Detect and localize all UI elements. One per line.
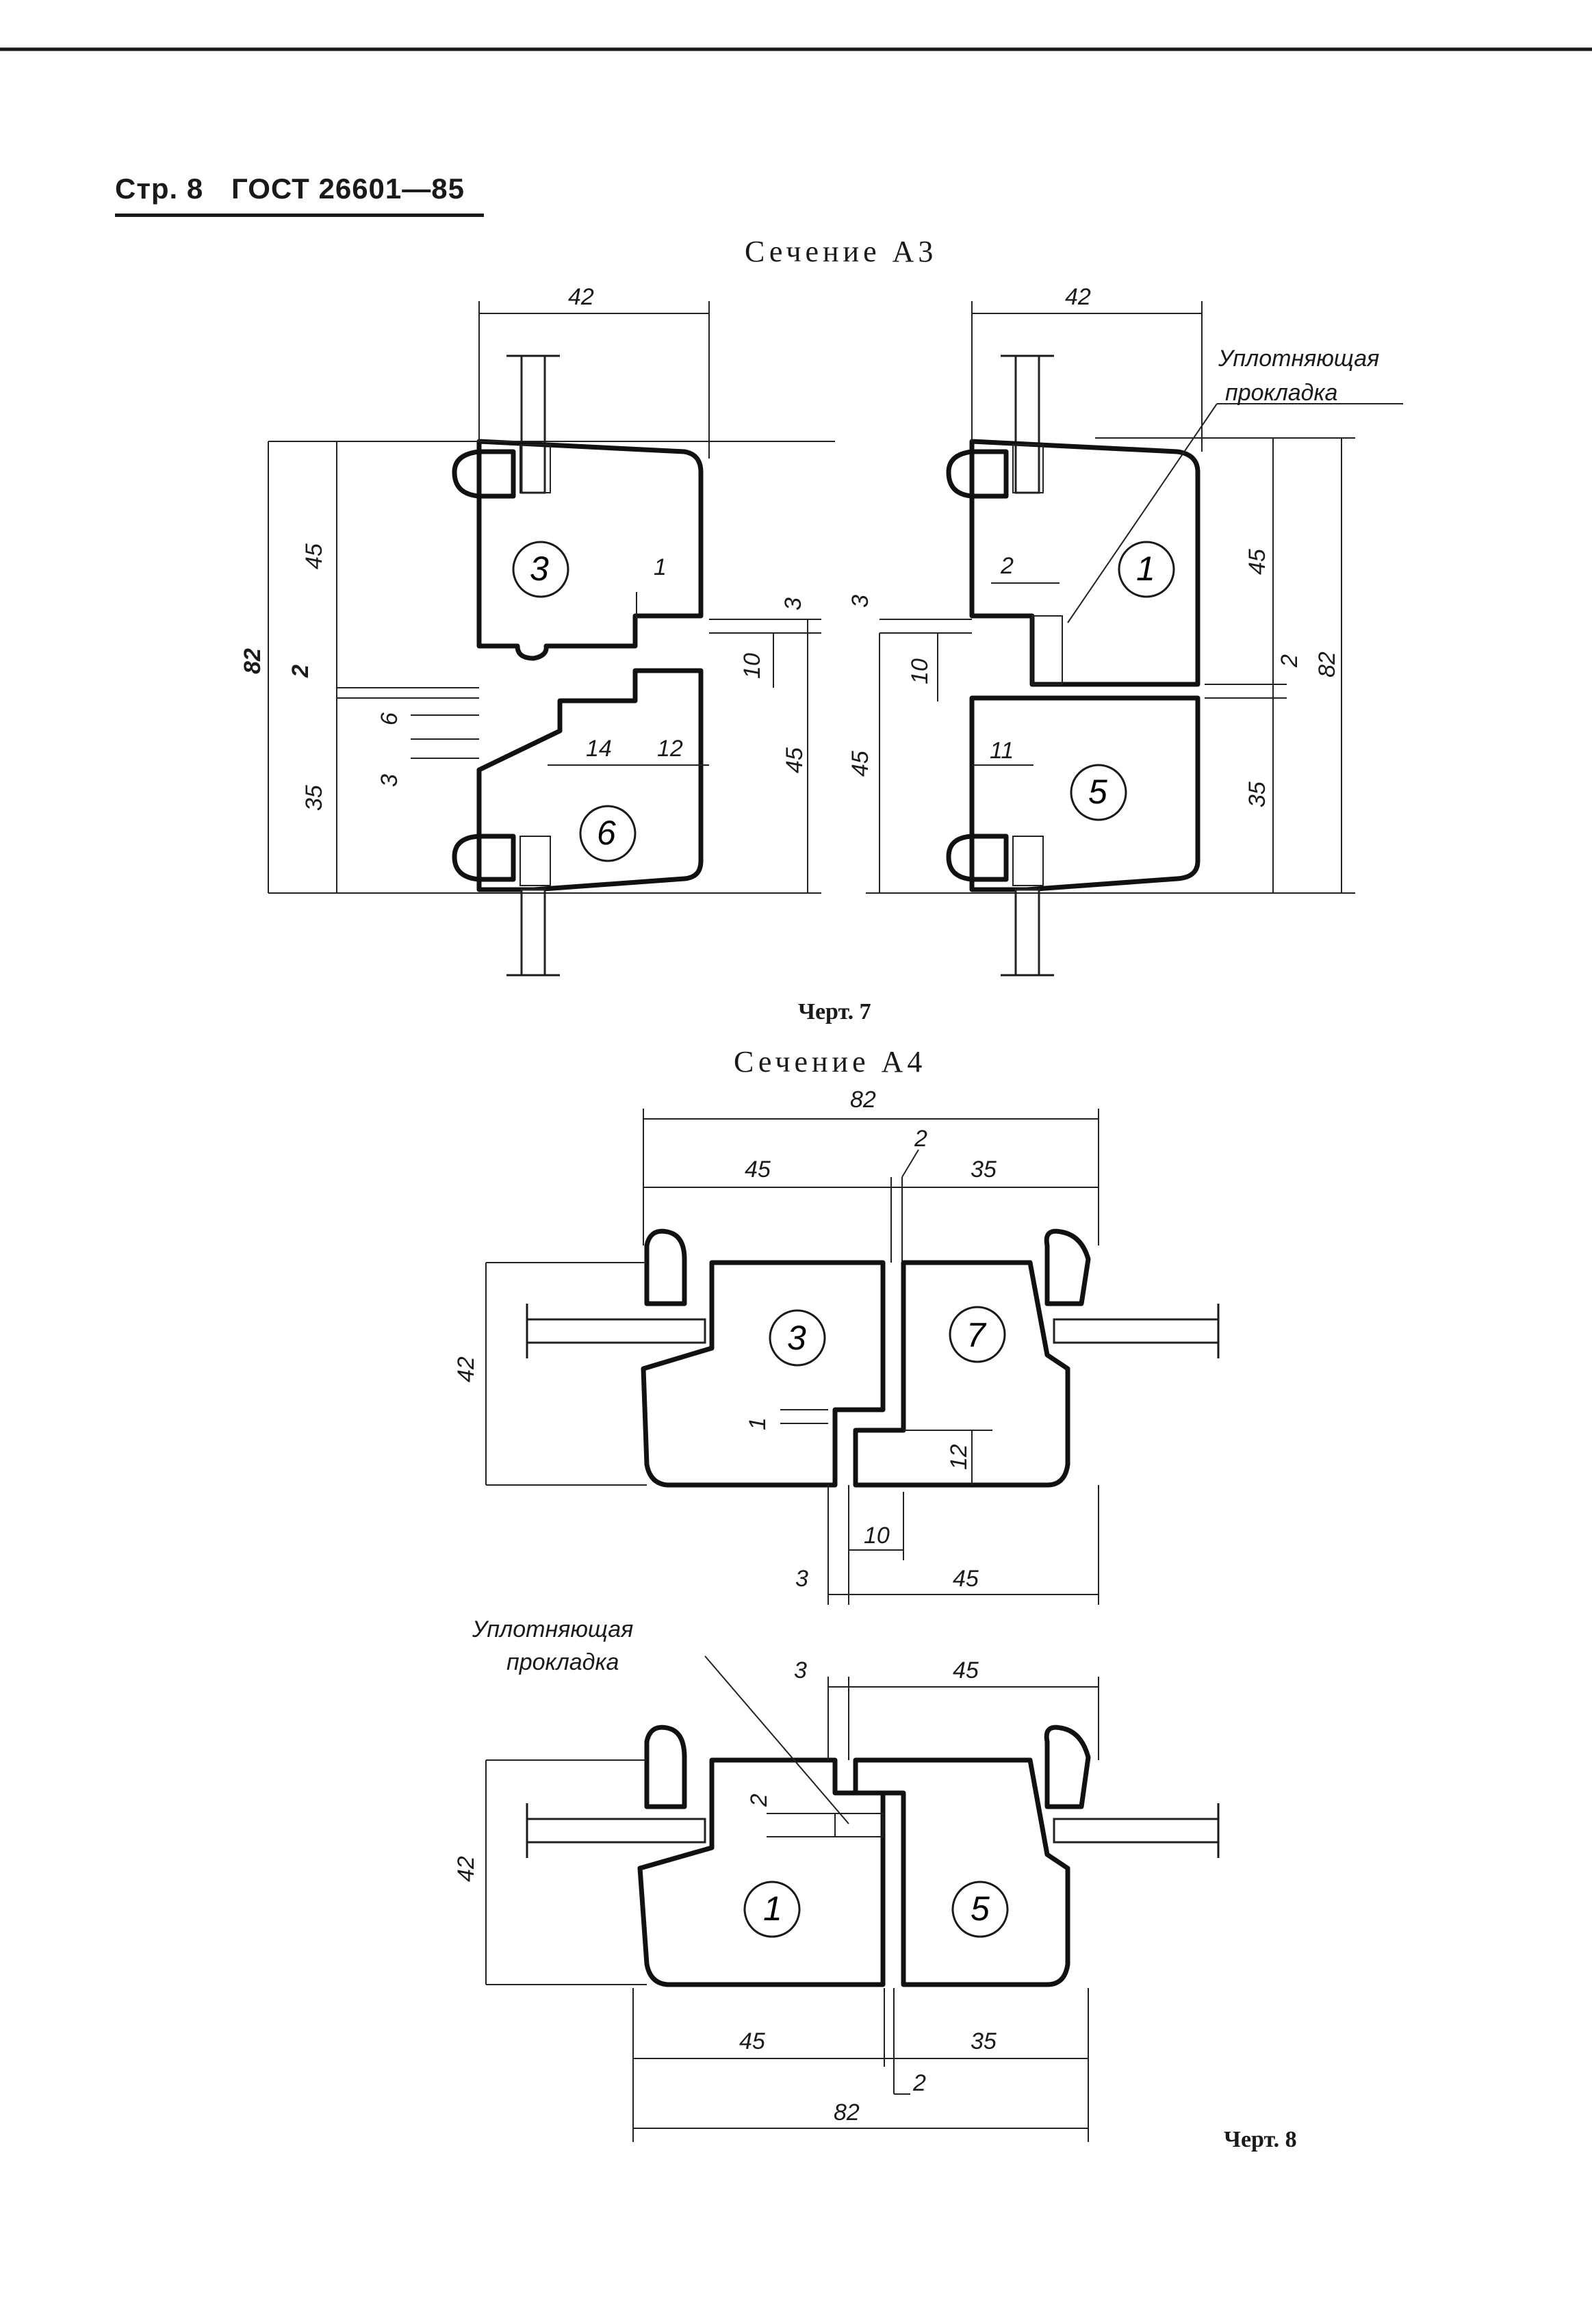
section-title-a3: Сечение А3 <box>745 235 938 268</box>
glass-pane <box>520 354 546 494</box>
fig8-lower-seal-2: прокладка <box>506 1649 619 1675</box>
figure8-caption: Черт. 8 <box>1224 2127 1297 2152</box>
fig8-upper-height: 42 <box>453 1356 479 1382</box>
fig8-lower-profile-left: 1 <box>763 1889 782 1928</box>
profile-1-badge <box>1118 541 1175 598</box>
fig7-right-seal-1: Уплотняющая <box>1218 346 1379 372</box>
fig7-left-total: 82 <box>240 648 266 674</box>
fig7-right-total: 82 <box>1314 651 1340 677</box>
fig7-left-h35: 35 <box>301 785 327 811</box>
fig8-upper-right-w: 35 <box>971 1157 997 1183</box>
fig7-right-profile-bottom: 5 <box>1088 773 1107 811</box>
fig8-upper-left-w: 45 <box>745 1157 771 1183</box>
fig7-right-width: 42 <box>1065 284 1091 310</box>
fig8-lower-total: 82 <box>834 2100 860 2126</box>
fig7-right-seal-2: прокладка <box>1225 380 1337 406</box>
seal-gasket <box>1031 615 1063 685</box>
profile-3-outline <box>476 439 704 661</box>
profile-5-a4-outline <box>853 1757 1070 1987</box>
profile-5-a4-badge <box>951 1881 1009 1938</box>
fig7-left-d3b: 3 <box>376 774 402 787</box>
profile-7-badge <box>949 1306 1006 1363</box>
fig7-left-d45: 45 <box>782 747 808 773</box>
fig7-left-offset: 1 <box>654 554 667 580</box>
fig7-left-d10: 10 <box>739 653 765 679</box>
glass-pane-right <box>1053 1318 1220 1344</box>
profile-6-outline <box>476 668 704 892</box>
fig8-upper-profile-right: 7 <box>966 1316 987 1354</box>
fig8-upper-total: 82 <box>850 1087 876 1113</box>
fig7-left-d12: 12 <box>657 736 683 762</box>
fig8-upper-d10: 10 <box>864 1523 890 1549</box>
profile-7-outline <box>853 1260 1070 1488</box>
profile-6-badge <box>579 805 637 862</box>
section-title-a4: Сечение А4 <box>734 1045 927 1079</box>
fig8-upper-d12: 12 <box>946 1444 972 1470</box>
fig7-left-d14: 14 <box>586 736 612 762</box>
seal-strip <box>519 444 551 493</box>
fig8-lower-left-w: 45 <box>739 2028 765 2054</box>
profile-3-a4-outline <box>641 1260 886 1488</box>
fig7-right-d3: 3 <box>847 595 873 608</box>
fig7-right-h45: 45 <box>1244 549 1270 575</box>
fig7-right-gap: 2 <box>1276 654 1302 668</box>
fig8-lower-seal-1: Уплотняющая <box>472 1616 633 1642</box>
standard-code: ГОСТ 26601—85 <box>231 172 465 205</box>
fig8-lower-d2: 2 <box>746 1794 772 1807</box>
fig8-upper-d1: 1 <box>745 1417 771 1430</box>
fig8-lower-height: 42 <box>453 1856 479 1882</box>
glass-pane-left <box>526 1318 706 1344</box>
figure7-caption: Черт. 7 <box>798 999 871 1024</box>
fig7-right-d10: 10 <box>907 658 933 684</box>
fig8-lower-gap: 2 <box>912 2070 926 2096</box>
fig8-lower-d45-top: 45 <box>953 1657 979 1683</box>
fig8-upper-d3: 3 <box>795 1566 808 1592</box>
fig8-lower-profile-right: 5 <box>971 1889 990 1928</box>
fig8-upper-gap: 2 <box>914 1126 927 1152</box>
seal-leader-line-a4 <box>704 1655 849 1824</box>
fig7-right-h35: 35 <box>1244 782 1270 808</box>
fig7-left-width: 42 <box>568 284 594 310</box>
fig8-upper-d45: 45 <box>953 1566 979 1592</box>
bead-top <box>452 449 516 499</box>
fig8-lower-drawing <box>485 1655 1220 2142</box>
fig7-right-profile-top: 1 <box>1136 550 1155 588</box>
page-number-label: Стр. 8 <box>115 172 204 205</box>
fig7-left-profile-bottom: 6 <box>597 814 616 852</box>
fig7-right-d11: 11 <box>990 738 1014 764</box>
fig7-left-gap: 2 <box>287 664 313 678</box>
fig7-left-drawing <box>268 301 835 977</box>
fig7-right-d2: 2 <box>1000 553 1014 579</box>
fig7-left-h45: 45 <box>301 543 327 569</box>
profile-3-a4-badge <box>769 1309 826 1367</box>
seal-leader-line <box>1067 403 1218 623</box>
fig8-lower-d3: 3 <box>794 1657 807 1683</box>
profile-5-outline <box>969 695 1201 892</box>
fig7-right-d45: 45 <box>847 751 873 777</box>
fig8-upper-profile-left: 3 <box>787 1319 806 1357</box>
profile-5-badge <box>1070 764 1127 821</box>
profile-1-a4-badge <box>743 1881 801 1938</box>
bead-bottom <box>452 834 516 882</box>
fig7-left-d6: 6 <box>376 712 402 725</box>
fig8-lower-right-w: 35 <box>971 2028 997 2054</box>
fig8-upper-drawing <box>485 1109 1220 1605</box>
profile-3-badge <box>512 541 569 598</box>
fig7-right-drawing <box>866 301 1403 977</box>
fig7-left-d3: 3 <box>780 597 806 610</box>
page-header: Стр. 8 ГОСТ 26601—85 <box>115 172 484 217</box>
seal-gasket-a4 <box>834 1813 884 1837</box>
fig7-left-profile-top: 3 <box>530 550 549 588</box>
